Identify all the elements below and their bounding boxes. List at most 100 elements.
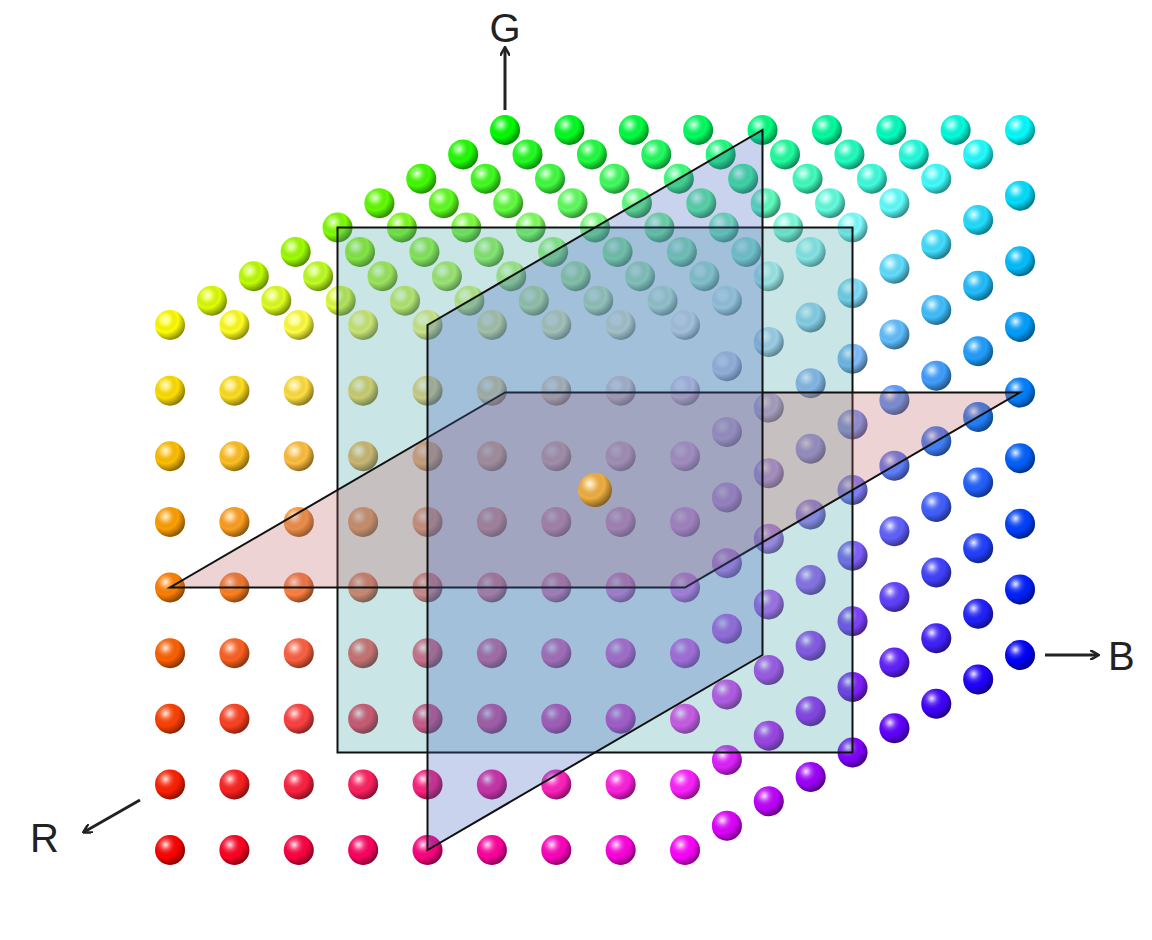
color-sphere xyxy=(364,188,394,218)
sphere-shine xyxy=(770,139,800,169)
color-sphere xyxy=(1005,312,1035,342)
sphere-shine xyxy=(879,319,909,349)
sphere-shine xyxy=(477,835,507,865)
color-sphere xyxy=(541,835,571,865)
color-sphere xyxy=(239,261,269,291)
sphere-shine xyxy=(921,689,951,719)
color-sphere xyxy=(857,164,887,194)
color-sphere xyxy=(619,115,649,145)
color-sphere xyxy=(921,558,951,588)
color-sphere xyxy=(219,376,249,406)
color-sphere xyxy=(1005,509,1035,539)
color-sphere xyxy=(284,769,314,799)
sphere-shine xyxy=(1005,181,1035,211)
sphere-shine xyxy=(219,441,249,471)
color-sphere xyxy=(577,139,607,169)
color-sphere xyxy=(219,769,249,799)
color-sphere xyxy=(921,689,951,719)
color-sphere xyxy=(834,139,864,169)
sphere-shine xyxy=(558,188,588,218)
sphere-shine xyxy=(606,835,636,865)
axis-label: G xyxy=(489,8,520,48)
color-sphere xyxy=(963,468,993,498)
color-sphere xyxy=(1005,181,1035,211)
sphere-shine xyxy=(963,205,993,235)
color-sphere xyxy=(683,115,713,145)
color-sphere xyxy=(670,769,700,799)
sphere-shine xyxy=(219,507,249,537)
color-sphere xyxy=(155,769,185,799)
color-sphere xyxy=(793,164,823,194)
color-sphere xyxy=(155,835,185,865)
sphere-shine xyxy=(578,473,612,507)
sphere-shine xyxy=(284,310,314,340)
sphere-shine xyxy=(963,271,993,301)
sphere-shine xyxy=(219,638,249,668)
sphere-shine xyxy=(754,786,784,816)
sphere-shine xyxy=(879,188,909,218)
color-sphere xyxy=(921,361,951,391)
color-sphere xyxy=(197,286,227,316)
sphere-shine xyxy=(963,336,993,366)
color-sphere xyxy=(921,164,951,194)
sphere-shine xyxy=(793,164,823,194)
sphere-shine xyxy=(963,139,993,169)
color-sphere xyxy=(921,492,951,522)
color-sphere xyxy=(941,115,971,145)
color-sphere xyxy=(879,319,909,349)
color-sphere xyxy=(284,310,314,340)
sphere-shine xyxy=(683,115,713,145)
sphere-shine xyxy=(921,164,951,194)
sphere-shine xyxy=(471,164,501,194)
sphere-shine xyxy=(155,507,185,537)
color-sphere xyxy=(219,638,249,668)
sphere-shine xyxy=(155,835,185,865)
sphere-shine xyxy=(921,295,951,325)
color-sphere xyxy=(963,336,993,366)
color-sphere xyxy=(219,704,249,734)
color-sphere xyxy=(879,254,909,284)
sphere-shine xyxy=(219,835,249,865)
sphere-shine xyxy=(348,835,378,865)
sphere-shine xyxy=(641,139,671,169)
sphere-shine xyxy=(879,713,909,743)
color-sphere xyxy=(493,188,523,218)
sphere-shine xyxy=(899,139,929,169)
color-sphere xyxy=(879,648,909,678)
b-axis-arrow xyxy=(1045,654,1098,657)
color-sphere xyxy=(963,271,993,301)
axis-label: B xyxy=(1108,636,1135,676)
sphere-shine xyxy=(429,188,459,218)
color-sphere xyxy=(599,164,629,194)
r-axis-arrow xyxy=(84,800,140,832)
color-sphere xyxy=(963,664,993,694)
color-sphere xyxy=(670,835,700,865)
color-sphere xyxy=(477,835,507,865)
sphere-shine xyxy=(406,164,436,194)
sphere-shine xyxy=(1005,246,1035,276)
color-sphere xyxy=(606,769,636,799)
color-sphere xyxy=(155,441,185,471)
sphere-shine xyxy=(219,376,249,406)
color-sphere xyxy=(155,507,185,537)
sphere-shine xyxy=(796,762,826,792)
color-sphere xyxy=(284,704,314,734)
color-sphere xyxy=(641,139,671,169)
sphere-shine xyxy=(834,139,864,169)
sphere-shine xyxy=(619,115,649,145)
color-sphere xyxy=(284,835,314,865)
color-sphere xyxy=(1005,246,1035,276)
sphere-shine xyxy=(1005,640,1035,670)
sphere-shine xyxy=(197,286,227,316)
sphere-shine xyxy=(281,237,311,267)
sphere-shine xyxy=(963,664,993,694)
sphere-shine xyxy=(606,769,636,799)
g-axis-arrow xyxy=(504,48,507,110)
color-sphere xyxy=(879,582,909,612)
sphere-shine xyxy=(155,376,185,406)
color-sphere xyxy=(554,115,584,145)
sphere-shine xyxy=(348,769,378,799)
sphere-shine xyxy=(448,139,478,169)
color-sphere xyxy=(1005,574,1035,604)
sphere-shine xyxy=(879,254,909,284)
